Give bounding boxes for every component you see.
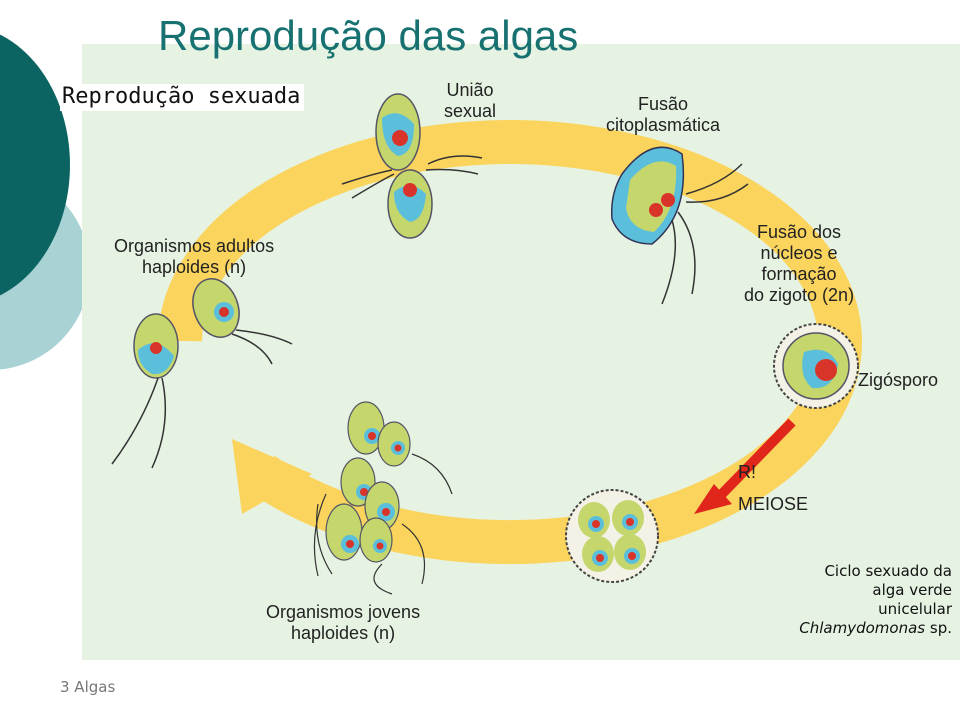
label-uniao-sexual: União sexual — [444, 80, 497, 121]
subtitle: Reprodução sexuada — [60, 84, 305, 111]
dark-teal-circle — [0, 34, 70, 296]
fusao-citoplasmatica-cell — [610, 146, 749, 305]
label-zigosporo: Zigósporo — [858, 370, 939, 390]
caption-species-line: Chlamydomonas sp. — [799, 619, 952, 638]
label-fusao-nucleos: Fusão dos núcleos e formação do zigoto (… — [744, 222, 855, 305]
life-cycle-diagram — [111, 93, 862, 595]
label-meiose-symbol: R! — [738, 462, 756, 482]
species-name: Chlamydomonas — [799, 619, 926, 637]
label-organismos-jovens: Organismos jovens haploides (n) — [266, 602, 421, 643]
uniao-sexual-cells — [341, 93, 483, 239]
figure-caption: Ciclo sexuado da alga verde unicelular C… — [799, 562, 952, 638]
page-title: Reprodução das algas — [158, 12, 579, 59]
zigosporo-cell — [773, 323, 859, 409]
ring-arrow-head — [232, 439, 312, 514]
label-meiose: MEIOSE — [738, 494, 809, 514]
young-organisms — [313, 401, 453, 595]
label-organismos-adultos: Organismos adultos haploides (n) — [114, 236, 275, 277]
corner-decoration — [0, 34, 90, 370]
adult-organisms — [111, 278, 293, 469]
meiose-arrow — [694, 418, 796, 514]
meiose-tetrad — [565, 489, 659, 583]
label-fusao-citoplasmatica: Fusão citoplasmática — [606, 94, 721, 135]
species-suffix: sp. — [925, 619, 952, 637]
cycle-ring — [158, 120, 862, 565]
footer-text: 3 Algas — [60, 678, 116, 696]
